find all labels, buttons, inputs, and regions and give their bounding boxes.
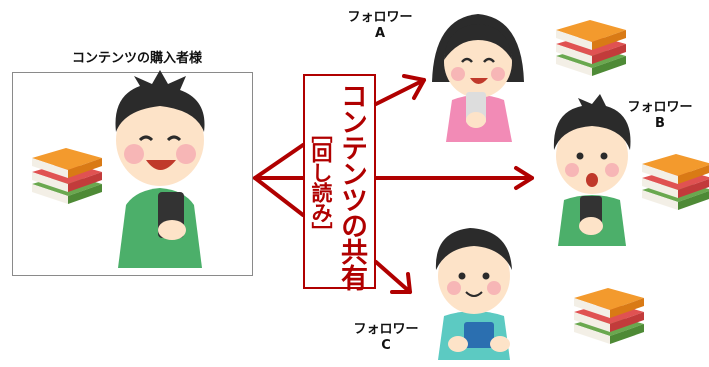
- book-stack-buyer: [32, 148, 102, 204]
- follower-c-label: フォロワー C: [346, 322, 426, 354]
- follower-a-character: [432, 14, 524, 142]
- follower-a-title: フォロワー: [347, 10, 413, 25]
- follower-a-letter: A: [374, 26, 386, 41]
- arrow-to-follower-c: [374, 260, 412, 294]
- arrow-to-follower-a: [374, 78, 426, 106]
- follower-b-label: フォロワー B: [618, 100, 702, 132]
- buyer-label: コンテンツの購入者様: [71, 51, 202, 66]
- follower-b-title: フォロワー: [627, 100, 693, 115]
- follower-c-letter: C: [381, 338, 391, 353]
- arrowhead-c: [390, 272, 412, 294]
- buyer-character: [115, 70, 205, 268]
- book-stack-c: [574, 288, 644, 344]
- share-arrows: [253, 74, 534, 294]
- arrowhead-b: [514, 166, 534, 190]
- arrowhead-a: [402, 74, 426, 100]
- share-title: コンテンツの共有: [336, 82, 367, 290]
- follower-b-character: [553, 94, 631, 246]
- book-stack-b: [642, 154, 709, 210]
- follower-c-title: フォロワー: [353, 322, 419, 337]
- follower-a-label: フォロワー A: [340, 10, 420, 42]
- arrow-connector-upper: [253, 143, 305, 180]
- follower-c-character: [435, 228, 512, 360]
- arrow-connector-lower: [253, 176, 305, 217]
- share-subtitle: ［回し読み］: [309, 122, 333, 242]
- book-stack-a: [556, 20, 626, 76]
- share-box: コンテンツの共有 ［回し読み］: [303, 74, 376, 290]
- follower-b-letter: B: [655, 116, 665, 131]
